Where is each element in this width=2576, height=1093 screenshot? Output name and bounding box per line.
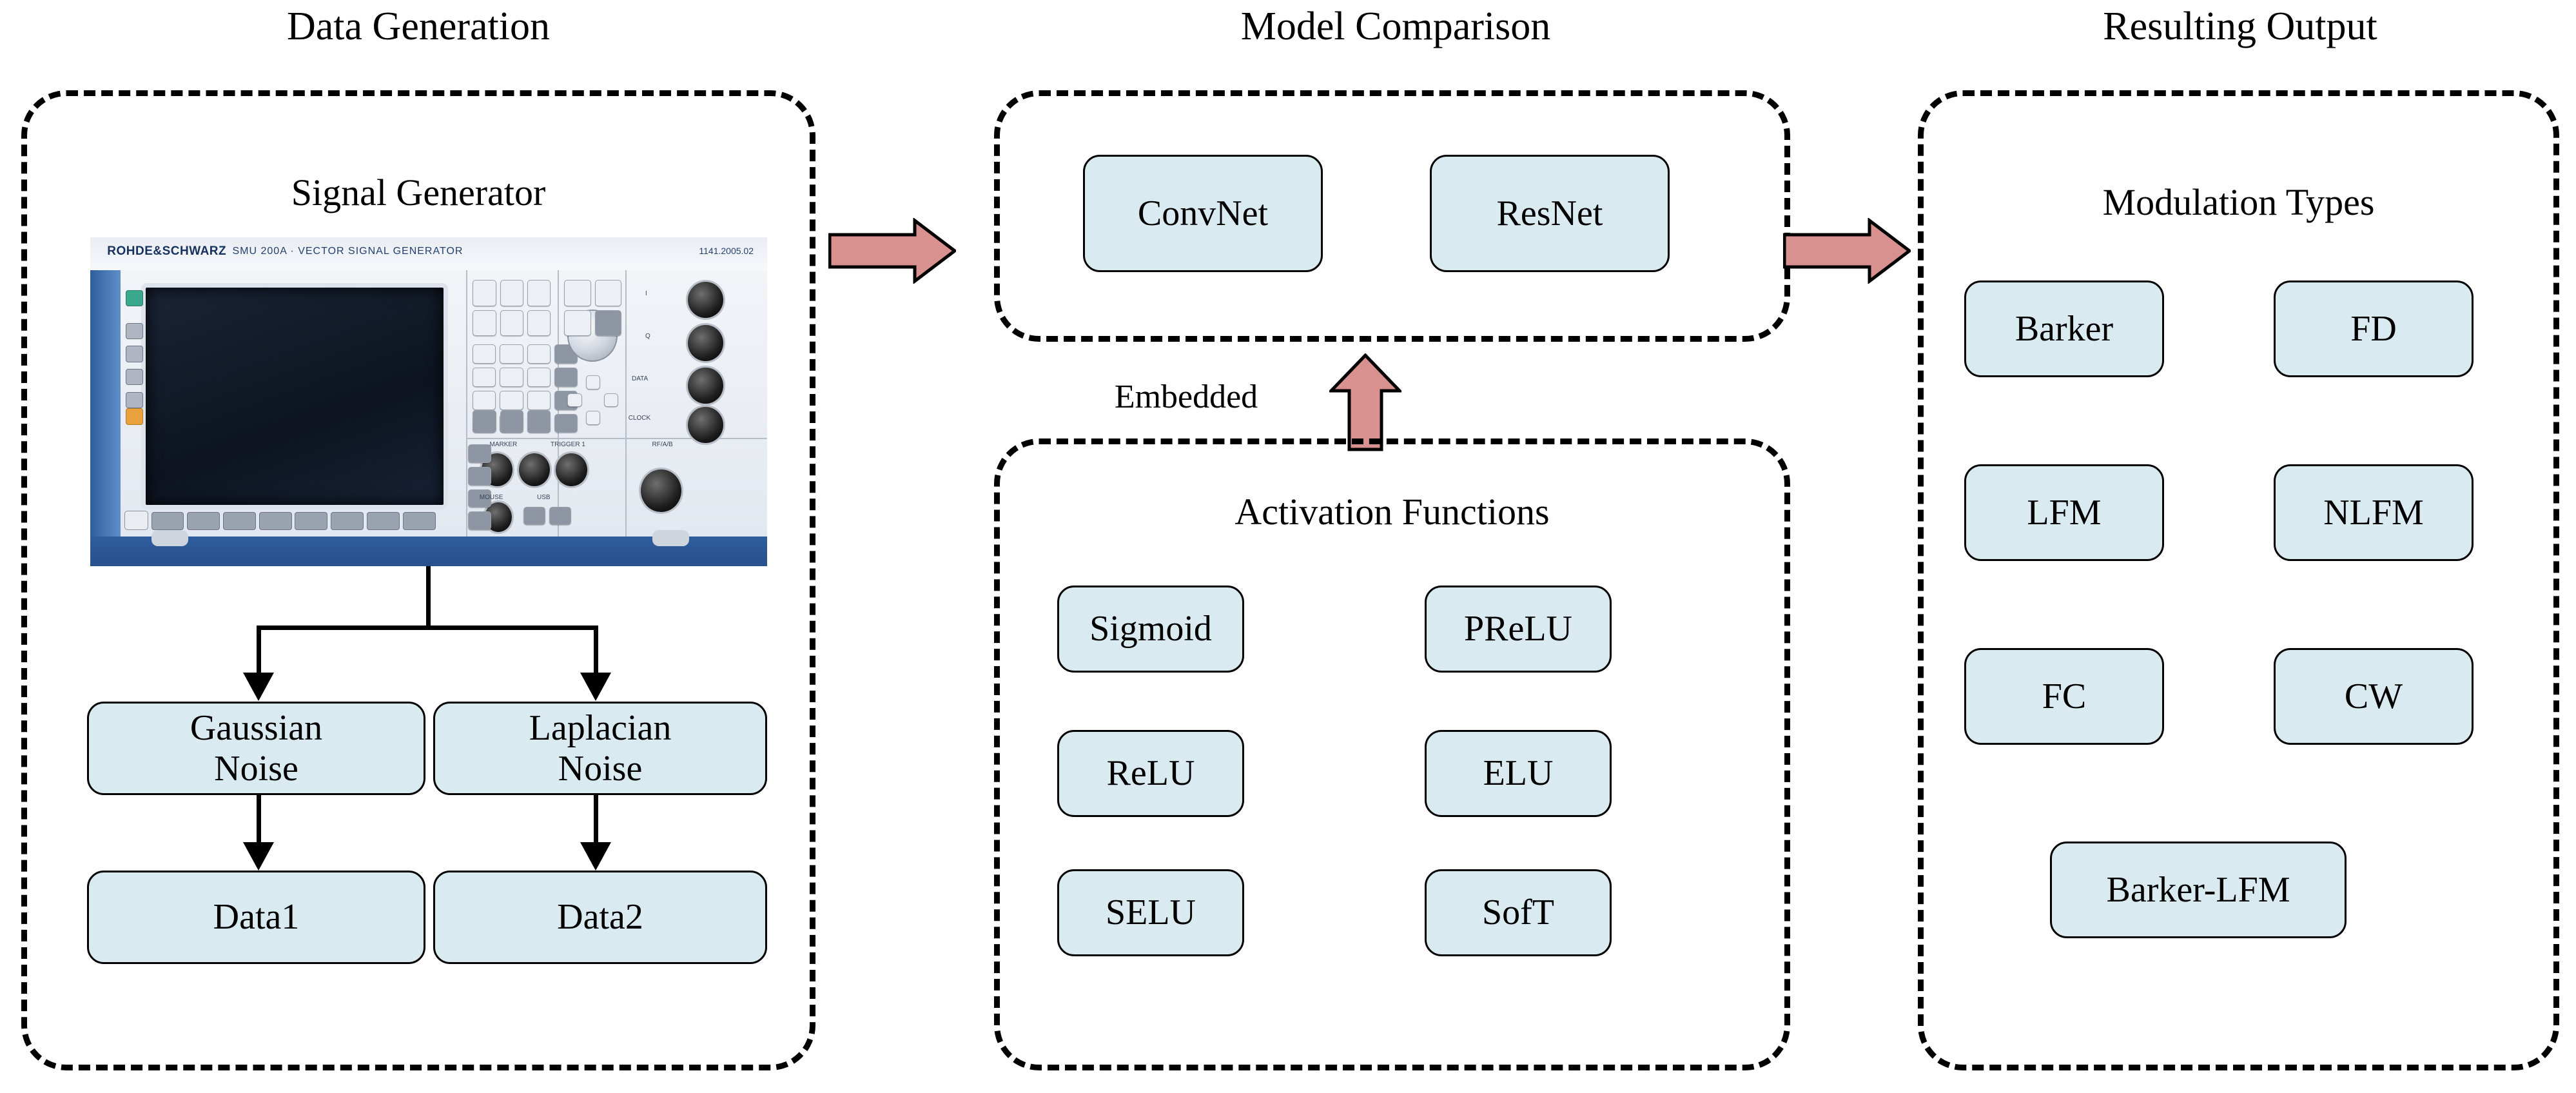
device-display-screen <box>141 283 448 509</box>
section-heading-activation-functions: Activation Functions <box>1234 491 1550 533</box>
device-connector-label-data: DATA <box>632 375 649 383</box>
node-laplacian-noise-line2: Noise <box>558 748 643 789</box>
device-foot-right <box>652 529 690 547</box>
device-part-number-label: 1141.2005.02 <box>699 246 754 257</box>
device-port-label-trigger: TRIGGER 1 <box>551 441 585 449</box>
page-title-resulting-output: Resulting Output <box>2103 5 2377 48</box>
device-port-label-rf: RF/A/B <box>652 441 673 449</box>
page-title-model-comparison: Model Comparison <box>1240 5 1551 48</box>
device-connector-label-clock: CLOCK <box>628 415 651 422</box>
device-side-button-4 <box>125 391 143 409</box>
node-laplacian-noise-line1: Laplacian <box>529 707 672 748</box>
device-connector-data <box>686 365 725 406</box>
device-bottom-label-usb: USB <box>537 493 551 501</box>
device-cursor-pad <box>567 375 618 425</box>
section-heading-signal-generator: Signal Generator <box>291 172 546 213</box>
model-box-convnet[interactable]: ConvNet <box>1083 155 1323 272</box>
device-top-right-keys <box>564 280 622 336</box>
flow-arrow-data-to-model <box>828 218 956 284</box>
connector-to-laplacian <box>594 625 598 676</box>
device-right-soft-buttons <box>467 444 491 530</box>
device-usb-ports <box>523 507 571 526</box>
device-connector-q <box>686 322 725 363</box>
embedded-label: Embedded <box>1114 379 1258 415</box>
device-left-rail <box>90 270 121 537</box>
embed-arrow-up <box>1329 353 1401 451</box>
modulation-box-lfm[interactable]: LFM <box>1964 464 2164 561</box>
page-title-data-generation: Data Generation <box>287 5 550 48</box>
node-data1[interactable]: Data1 <box>87 871 425 964</box>
device-port-label-marker: MARKER <box>489 441 518 449</box>
node-gaussian-noise-line2: Noise <box>214 748 298 789</box>
connector-to-gaussian <box>257 625 261 676</box>
model-box-resnet[interactable]: ResNet <box>1430 155 1670 272</box>
device-divider-horizontal-1 <box>465 438 767 440</box>
activation-box-prelu[interactable]: PReLU <box>1425 586 1612 673</box>
device-utility-key-row <box>473 409 551 433</box>
panel-activation-functions <box>994 438 1790 1070</box>
device-connector-rf-output <box>638 468 683 515</box>
device-power-button <box>124 510 149 530</box>
activation-box-soft[interactable]: SofT <box>1425 869 1612 956</box>
section-heading-modulation-types: Modulation Types <box>2102 181 2375 223</box>
node-data2[interactable]: Data2 <box>433 871 767 964</box>
signal-generator-photo: ROHDE&SCHWARZ SMU 200A · VECTOR SIGNAL G… <box>90 237 767 566</box>
flow-arrow-model-to-output <box>1783 218 1911 284</box>
device-side-button-1 <box>125 322 143 340</box>
modulation-box-barker[interactable]: Barker <box>1964 281 2164 377</box>
arrowhead-to-gaussian <box>243 673 274 701</box>
activation-box-selu[interactable]: SELU <box>1057 869 1244 956</box>
device-connector-i <box>686 280 725 320</box>
device-brand-label: ROHDE&SCHWARZ <box>107 244 227 259</box>
connector-laplacian-to-data2 <box>594 795 598 845</box>
device-softkey-row <box>151 511 436 530</box>
device-connector-trigger <box>554 451 589 488</box>
connector-generator-trunk <box>426 566 431 629</box>
device-connector-marker-2 <box>516 451 552 488</box>
device-side-button-3 <box>125 369 143 386</box>
device-divider-vertical-3 <box>625 270 627 537</box>
node-gaussian-noise-line1: Gaussian <box>190 707 323 748</box>
activation-box-relu[interactable]: ReLU <box>1057 730 1244 817</box>
device-foot-left <box>151 529 189 547</box>
panel-data-generation <box>21 90 815 1070</box>
device-side-button-2 <box>125 346 143 362</box>
activation-box-elu[interactable]: ELU <box>1425 730 1612 817</box>
device-connector-clock <box>686 405 725 446</box>
device-function-key-grid <box>473 280 551 336</box>
arrowhead-to-data2 <box>580 842 611 871</box>
panel-resulting-output <box>1918 90 2559 1070</box>
modulation-box-nlfm[interactable]: NLFM <box>2274 464 2474 561</box>
activation-box-sigmoid[interactable]: Sigmoid <box>1057 586 1244 673</box>
device-connector-label-q: Q <box>645 332 650 340</box>
node-gaussian-noise[interactable]: Gaussian Noise <box>87 702 425 795</box>
modulation-box-cw[interactable]: CW <box>2274 648 2474 745</box>
device-preset-button <box>125 290 143 307</box>
modulation-box-fc[interactable]: FC <box>1964 648 2164 745</box>
modulation-box-fd[interactable]: FD <box>2274 281 2474 377</box>
device-connector-label-i: I <box>645 290 647 297</box>
device-divider-vertical-1 <box>465 270 467 537</box>
modulation-box-barker-lfm[interactable]: Barker-LFM <box>2050 842 2347 938</box>
panel-model-comparison <box>994 90 1790 342</box>
connector-gaussian-to-data1 <box>257 795 261 845</box>
device-help-button <box>125 408 143 425</box>
node-laplacian-noise[interactable]: Laplacian Noise <box>433 702 767 795</box>
device-model-label: SMU 200A · VECTOR SIGNAL GENERATOR <box>232 246 463 257</box>
device-bottom-label-mouse: MOUSE <box>479 493 503 501</box>
arrowhead-to-data1 <box>243 842 274 871</box>
connector-generator-split <box>257 625 598 630</box>
arrowhead-to-laplacian <box>580 673 611 701</box>
